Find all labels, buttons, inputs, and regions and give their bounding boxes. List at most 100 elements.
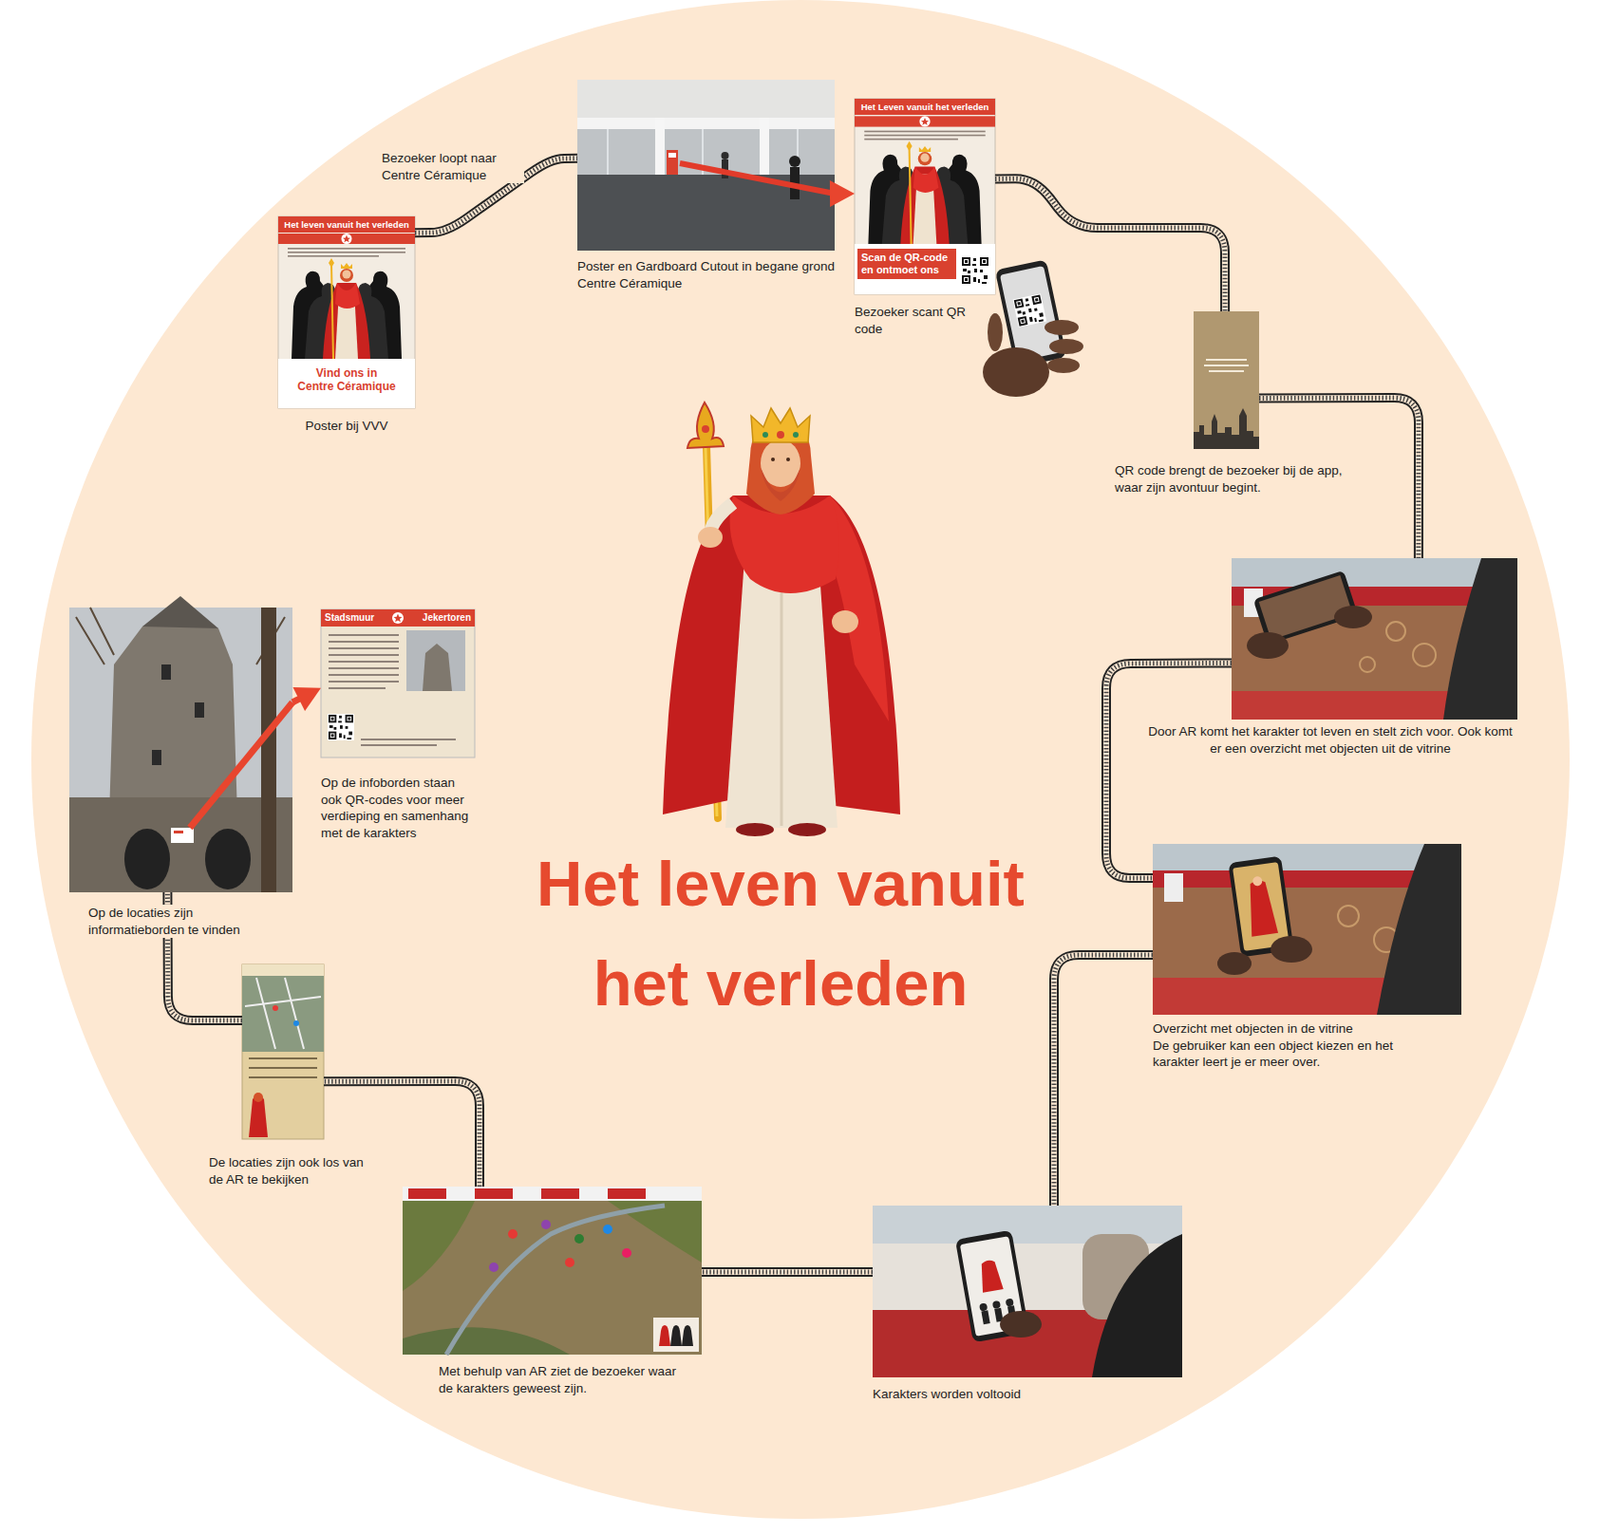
map-screen (242, 964, 324, 977)
lobby-photo (679, 163, 835, 194)
city-model-photo (402, 1186, 702, 1202)
track-rail (995, 178, 1225, 312)
completed-photo (999, 1311, 1042, 1338)
phone-in-hand (982, 259, 1084, 397)
track-rail (1106, 663, 1232, 880)
track-connector (701, 1271, 873, 1273)
city-model-photo (446, 1205, 665, 1356)
overview-photo (1337, 905, 1359, 927)
tower-photo (142, 596, 219, 629)
city-model-photo (402, 1327, 570, 1356)
overview-photo (1152, 844, 1462, 871)
overview-photo (1252, 876, 1263, 887)
track-bed (1054, 955, 1153, 1206)
text-slot: QR code brengt de bezoeker bij de app, w… (1114, 462, 1372, 496)
track-bed (995, 178, 1225, 312)
text-slot: Bezoeker scant QR code (854, 303, 969, 338)
tower-photo (69, 596, 293, 893)
step-caption: Karakters worden voltooid (872, 1386, 1158, 1404)
lobby-photo (606, 129, 609, 175)
map-screen (272, 1005, 279, 1012)
tower-photo (109, 619, 238, 817)
map-screen (242, 964, 324, 1140)
text-slot: De locaties zijn ook los van de AR te be… (208, 1154, 376, 1188)
map-screen (293, 1020, 300, 1027)
city-model-photo (681, 1325, 694, 1347)
arrow-head (293, 687, 322, 712)
infobord-art (327, 714, 355, 741)
step-box: Het leven vanuit het verledenVind ons in… (278, 216, 415, 409)
edge-label-slot: Bezoeker loopt naar Centre Céramique (381, 150, 525, 184)
ar-photo (1386, 621, 1406, 641)
map-screen (248, 1076, 318, 1079)
poster-callout: Vind ons in Centre Céramique (278, 358, 415, 409)
ar-photo (1231, 558, 1518, 720)
poster-vvv-art (278, 216, 415, 409)
overview-photo (1152, 844, 1462, 1016)
city-model-photo (402, 1186, 702, 1356)
lobby-photo (655, 117, 665, 177)
king-illustration (760, 439, 801, 488)
lobby-photo (577, 79, 835, 118)
city-model-photo (658, 1325, 671, 1347)
infobord-art (328, 640, 399, 643)
background-circle (31, 0, 1570, 1520)
infobord-art (320, 609, 475, 758)
lobby-photo (577, 117, 835, 130)
completed-photo (872, 1205, 1183, 1378)
poster-vvv-art (278, 216, 415, 409)
track-connector (1054, 955, 1153, 1206)
infobord-art (328, 687, 386, 690)
text-slot: Met behulp van AR ziet de bezoeker waar … (438, 1363, 686, 1397)
overview-photo (1270, 936, 1313, 963)
tower-photo (173, 830, 184, 834)
completed-photo (1091, 1234, 1183, 1378)
board-heading: Stadsmuur (324, 611, 386, 625)
arrow-head (829, 180, 855, 208)
completed-photo (980, 1310, 990, 1325)
infobord-art (392, 612, 404, 624)
text-slot: Vind ons in Centre Céramique (278, 358, 415, 409)
tower-photo (69, 797, 293, 893)
infobord-art (360, 738, 456, 741)
step-caption: De gebruiker kan een object kiezen en he… (1152, 1037, 1414, 1072)
king-illustration (751, 408, 810, 443)
king-illustration (760, 467, 801, 502)
phone-in-hand (1013, 293, 1048, 328)
step-box: Overzicht met objecten in de vitrineDe g… (1152, 844, 1462, 1016)
tower-photo (151, 750, 162, 766)
ar-photo (1259, 575, 1354, 640)
step-box: Poster en Gardboard Cutout in begane gro… (577, 79, 835, 251)
lobby-photo (577, 79, 835, 251)
phone-in-hand (1044, 320, 1079, 336)
red-arrow (292, 687, 321, 712)
track-ties (1106, 663, 1232, 880)
city-model-photo (402, 1186, 702, 1356)
text-slot: Het Leven vanuit het verleden (854, 98, 996, 115)
track-ties (995, 178, 1225, 312)
completed-photo (977, 1259, 1003, 1294)
step-box: Het Leven vanuit het verledenScan de QR-… (854, 98, 996, 295)
map-screen (248, 1067, 318, 1070)
text-slot: Overzicht met objecten in de vitrineDe g… (1152, 1020, 1414, 1072)
lobby-photo (577, 79, 835, 251)
king-illustration (776, 431, 785, 439)
infobord-art (394, 614, 403, 623)
king-illustration (662, 402, 901, 837)
infobord-art (320, 609, 475, 758)
city-model-photo (489, 1262, 499, 1273)
tower-photo (205, 828, 251, 890)
step-box: Op de locaties zijn informatieborden te … (69, 607, 293, 893)
step-box: QR code brengt de bezoeker bij de app, w… (1193, 311, 1260, 450)
infobord-art (320, 609, 475, 627)
city-model-photo (607, 1188, 646, 1200)
diagram-title: Het leven vanuit het verleden (514, 833, 1047, 1034)
completed-photo (1005, 1298, 1015, 1307)
phone-in-hand (1049, 338, 1084, 355)
phone-in-hand (982, 347, 1050, 397)
lobby-photo (789, 155, 801, 168)
track-bed (1106, 663, 1232, 880)
ar-photo (1412, 643, 1436, 667)
infobord-art (328, 667, 399, 670)
board-heading: Jekertoren (412, 611, 471, 625)
